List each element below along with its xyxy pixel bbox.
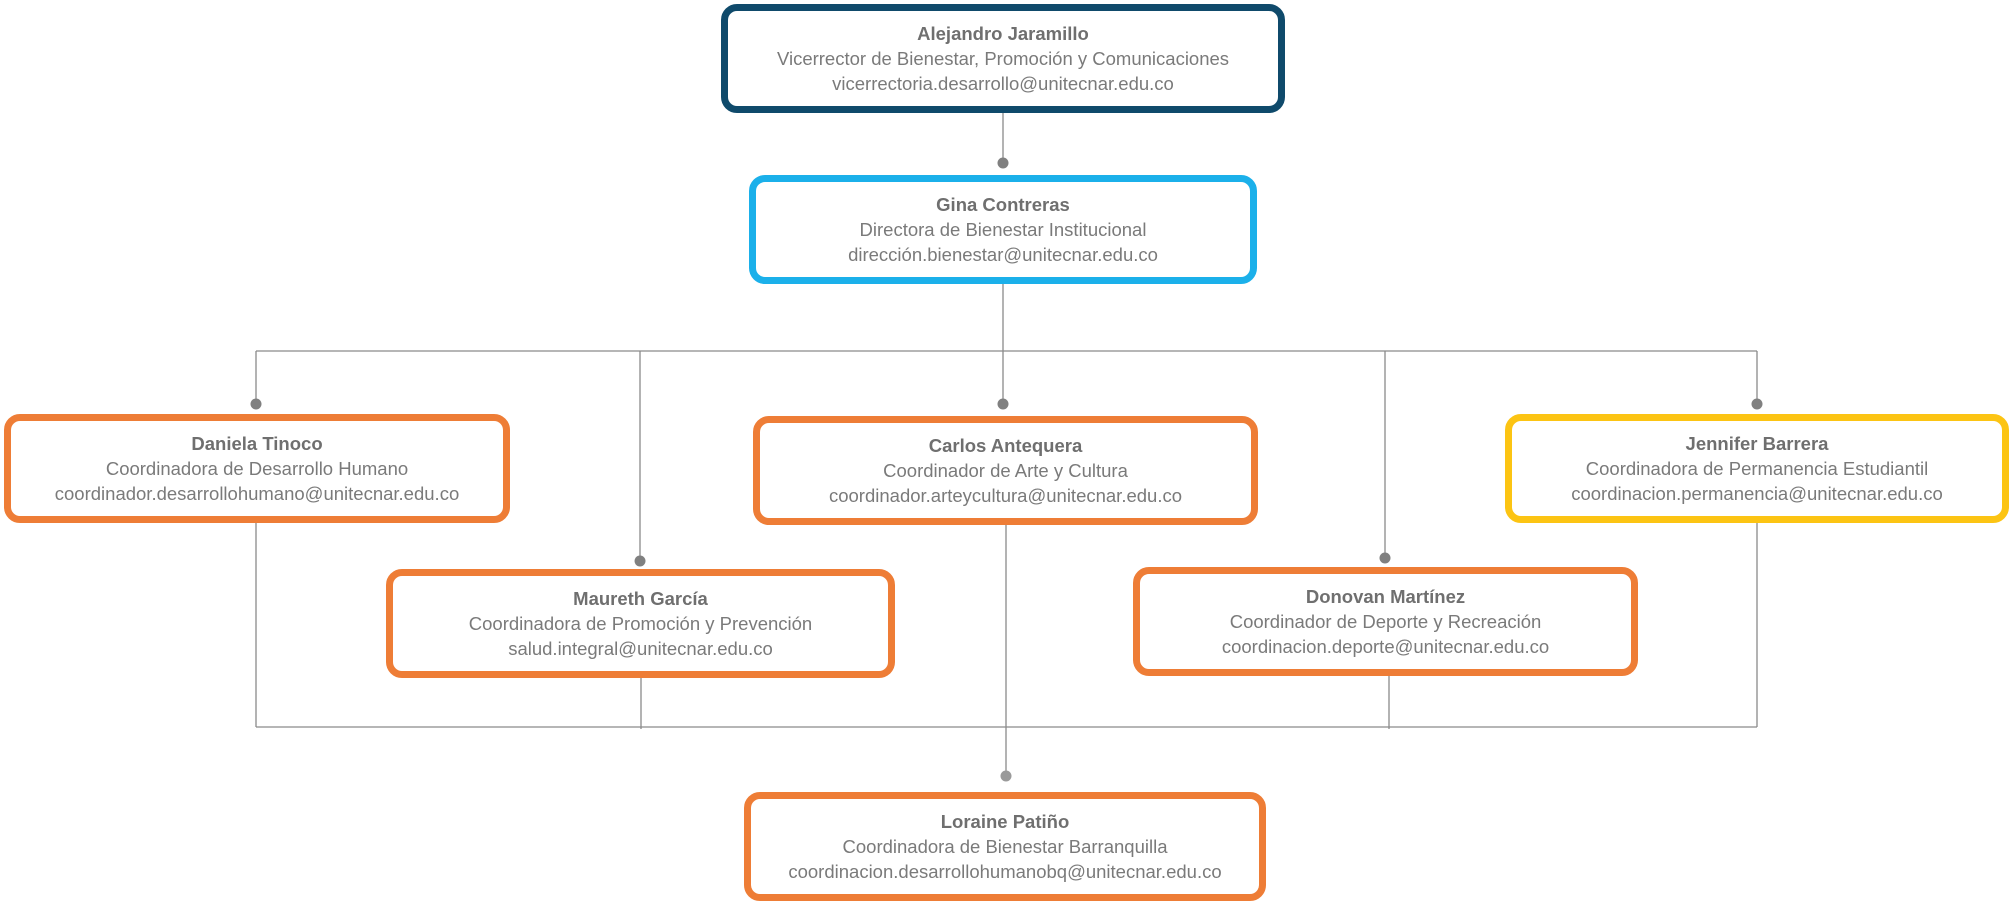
node-role: Vicerrector de Bienestar, Promoción y Co… — [776, 48, 1230, 69]
org-node-permanencia: Jennifer Barrera Coordinadora de Permane… — [1505, 414, 2009, 523]
node-role: Coordinadora de Bienestar Barranquilla — [842, 836, 1168, 857]
node-role: Coordinadora de Permanencia Estudiantil — [1585, 458, 1929, 479]
connector-dot-tinoco — [250, 398, 262, 410]
node-email: vicerrectoria.desarrollo@unitecnar.edu.c… — [832, 73, 1174, 94]
node-role: Coordinador de Deporte y Recreación — [1229, 611, 1542, 632]
org-node-vicerrector: Alejandro Jaramillo Vicerrector de Biene… — [721, 4, 1285, 113]
org-node-bienestar-barranquilla: Loraine Patiño Coordinadora de Bienestar… — [744, 792, 1266, 901]
connector-dot-garcia — [634, 555, 646, 567]
node-role: Coordinador de Arte y Cultura — [883, 460, 1128, 481]
node-name: Donovan Martínez — [1305, 586, 1466, 607]
node-role: Coordinadora de Desarrollo Humano — [105, 458, 409, 479]
node-name: Jennifer Barrera — [1685, 433, 1829, 454]
connector-dot-patino — [1000, 770, 1012, 782]
org-node-arte-cultura: Carlos Antequera Coordinador de Arte y C… — [753, 416, 1258, 525]
connector-dot-martinez — [1379, 552, 1391, 564]
org-node-deporte-recreacion: Donovan Martínez Coordinador de Deporte … — [1133, 567, 1638, 676]
node-email: coordinacion.permanencia@unitecnar.edu.c… — [1571, 483, 1943, 504]
node-name: Gina Contreras — [936, 194, 1070, 215]
org-node-directora: Gina Contreras Directora de Bienestar In… — [749, 175, 1257, 284]
connector-dot-contreras — [997, 157, 1009, 169]
node-email: salud.integral@unitecnar.edu.co — [508, 638, 773, 659]
node-email: coordinador.desarrollohumano@unitecnar.e… — [54, 483, 460, 504]
node-name: Alejandro Jaramillo — [917, 23, 1089, 44]
node-role: Directora de Bienestar Institucional — [859, 219, 1147, 240]
node-name: Maureth García — [573, 588, 708, 609]
node-name: Loraine Patiño — [940, 811, 1070, 832]
org-node-promocion-prevencion: Maureth García Coordinadora de Promoción… — [386, 569, 895, 678]
connector-dot-barrera — [1751, 398, 1763, 410]
node-name: Daniela Tinoco — [191, 433, 323, 454]
node-email: coordinacion.desarrollohumanobq@unitecna… — [788, 861, 1222, 882]
node-role: Coordinadora de Promoción y Prevención — [468, 613, 813, 634]
node-email: coordinador.arteycultura@unitecnar.edu.c… — [828, 485, 1183, 506]
node-email: dirección.bienestar@unitecnar.edu.co — [848, 244, 1158, 265]
node-email: coordinacion.deporte@unitecnar.edu.co — [1221, 636, 1550, 657]
node-name: Carlos Antequera — [928, 435, 1083, 456]
connector-dot-antequera — [997, 398, 1009, 410]
org-node-desarrollo-humano: Daniela Tinoco Coordinadora de Desarroll… — [4, 414, 510, 523]
